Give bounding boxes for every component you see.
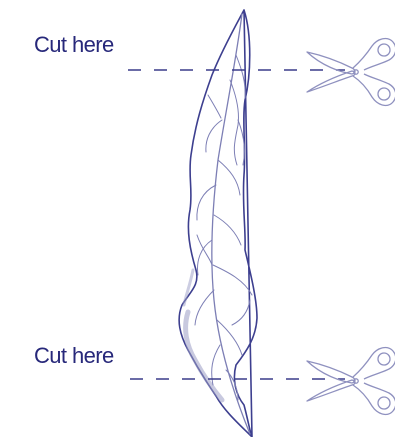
leaf-outline [179, 10, 257, 437]
leaf-veins [195, 55, 252, 400]
leaf-illustration [179, 10, 257, 437]
leaf-shade-2 [184, 270, 193, 305]
scissors-icon [307, 39, 395, 106]
leaf-shade [186, 312, 222, 400]
scissors-icon-bottom [307, 348, 395, 415]
